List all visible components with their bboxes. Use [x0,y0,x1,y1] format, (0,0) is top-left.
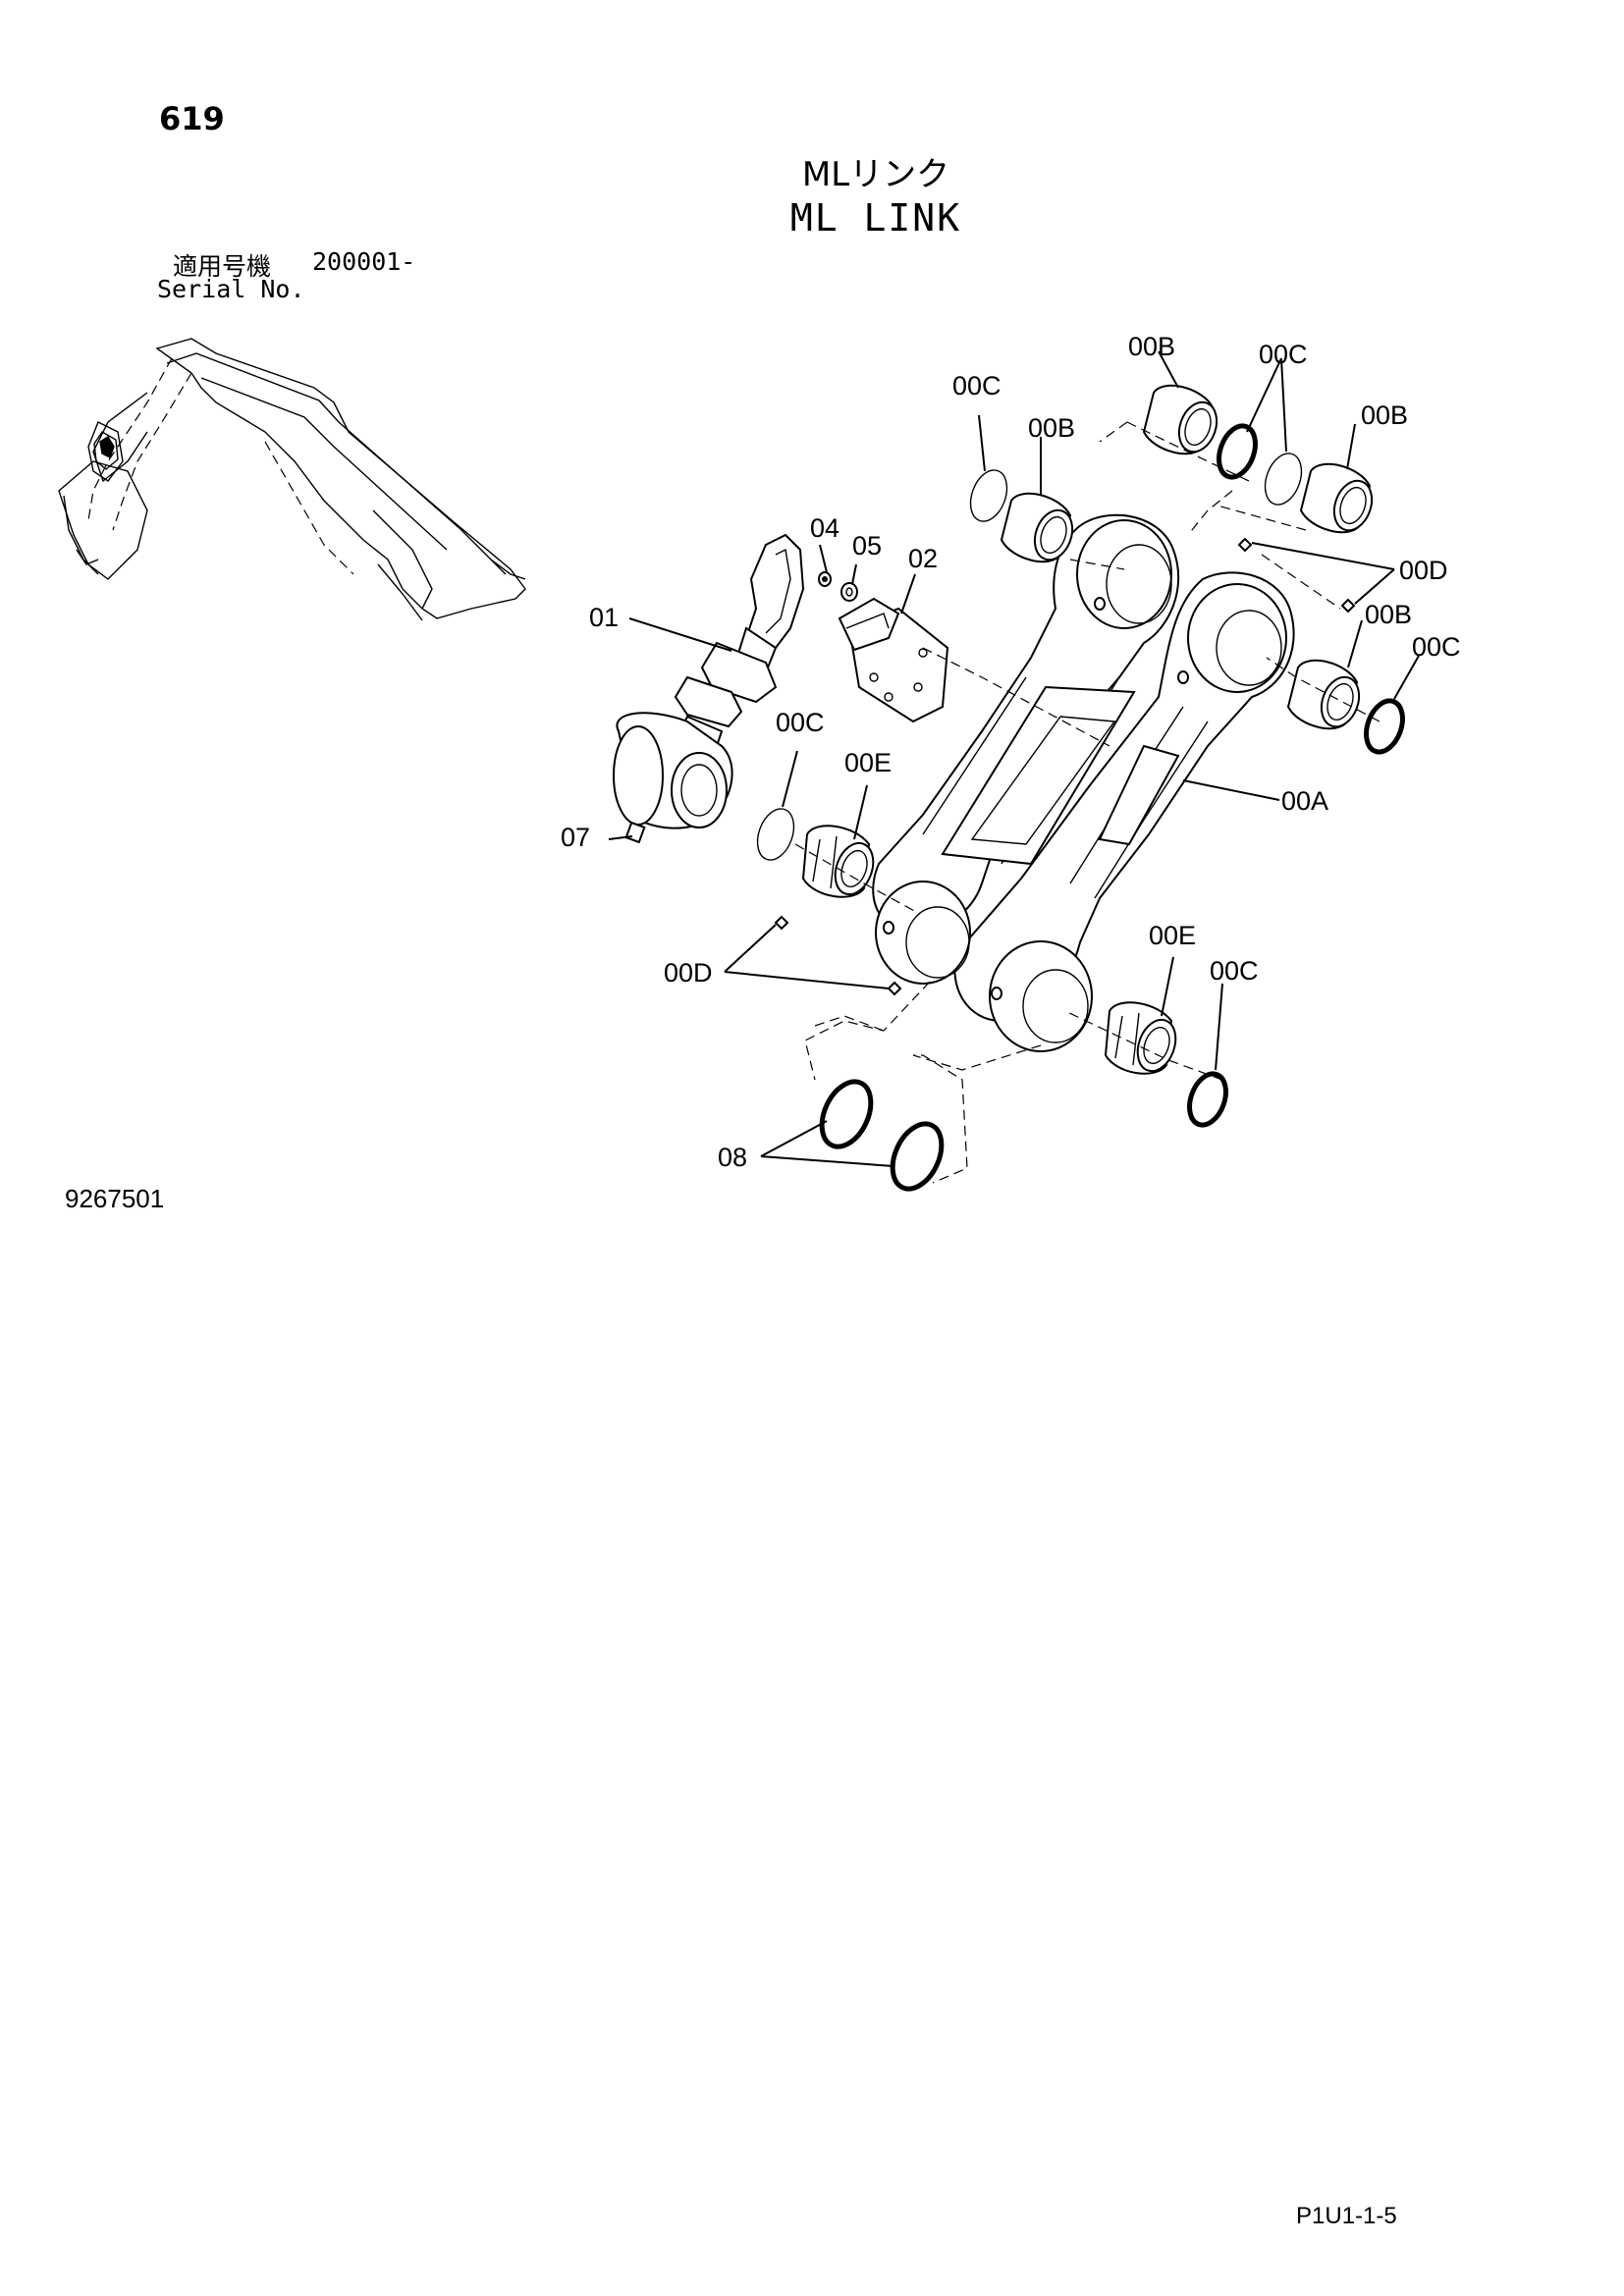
callout-04: 04 [810,513,839,543]
part-00D-fitting-top [1237,537,1253,553]
callout-00E-left: 00E [844,748,892,777]
part-00C-seal-middle [756,808,795,861]
part-08-ring-right [890,1121,945,1192]
callout-00C-middle: 00C [776,708,825,737]
callout-00B-top-left: 00B [1128,332,1175,361]
callout-00C-top: 00C [1259,340,1308,369]
part-08-ring-left [819,1079,874,1149]
callout-08: 08 [718,1143,747,1172]
callout-labels: 00B 00C 00B 00C 00B 00D 00B 00C 00A 04 0… [561,332,1461,1172]
callout-00D-top: 00D [1399,556,1448,585]
part-02-bracket [838,597,949,723]
part-00B-bushing-middle [1000,492,1074,563]
serial-label-japanese: 適用号機 [173,252,272,281]
part-00D-fitting-right [1340,598,1356,614]
part-00C-seal-top-2 [1264,453,1303,506]
excavator-location-thumbnail [58,338,526,621]
leader-lines [608,350,1420,1167]
callout-00B-middle: 00B [1028,413,1075,443]
part-00E-bushing-left [801,825,875,898]
part-00C-seal-top-1 [1217,423,1258,480]
part-00E-bushing-right [1104,1001,1177,1075]
figure-number: 9267501 [65,1184,165,1213]
part-00B-bushing-right [1286,659,1361,730]
callout-00C-bottom: 00C [1210,956,1259,986]
part-00D-fitting-left [774,915,789,931]
part-00C-seal-bottom [1187,1071,1228,1128]
part-00D-fitting-bottom [887,981,902,996]
part-00C-seal-left [969,469,1008,522]
serial-number-value: 200001- [312,247,416,276]
callout-07: 07 [561,823,590,852]
callout-02: 02 [908,544,938,573]
callout-00C-upper-left: 00C [952,371,1001,400]
callout-00E-right: 00E [1149,921,1196,950]
part-01-assembly [613,533,805,844]
alignment-lines [794,421,1380,1184]
part-00B-bushing-top-right [1299,462,1374,534]
part-00C-seal-right [1364,698,1405,755]
callout-01: 01 [589,603,619,632]
page-number: 619 [159,100,225,137]
part-05-washer [840,582,858,602]
callout-00B-right: 00B [1365,600,1412,629]
callout-00D-left: 00D [664,958,713,988]
serial-label-english: Serial No. [157,275,305,303]
callout-05: 05 [852,531,882,561]
callout-00A: 00A [1281,786,1328,816]
title-english: ML LINK [789,196,962,240]
page-reference: P1U1-1-5 [1296,2203,1397,2229]
part-04-nut [818,571,832,587]
title-japanese: MLリンク [801,155,950,194]
callout-00C-right: 00C [1412,632,1461,662]
callout-00B-top-right: 00B [1361,400,1408,430]
part-00B-bushing-top-left [1142,384,1218,455]
part-00A-ml-link [872,513,1295,1052]
